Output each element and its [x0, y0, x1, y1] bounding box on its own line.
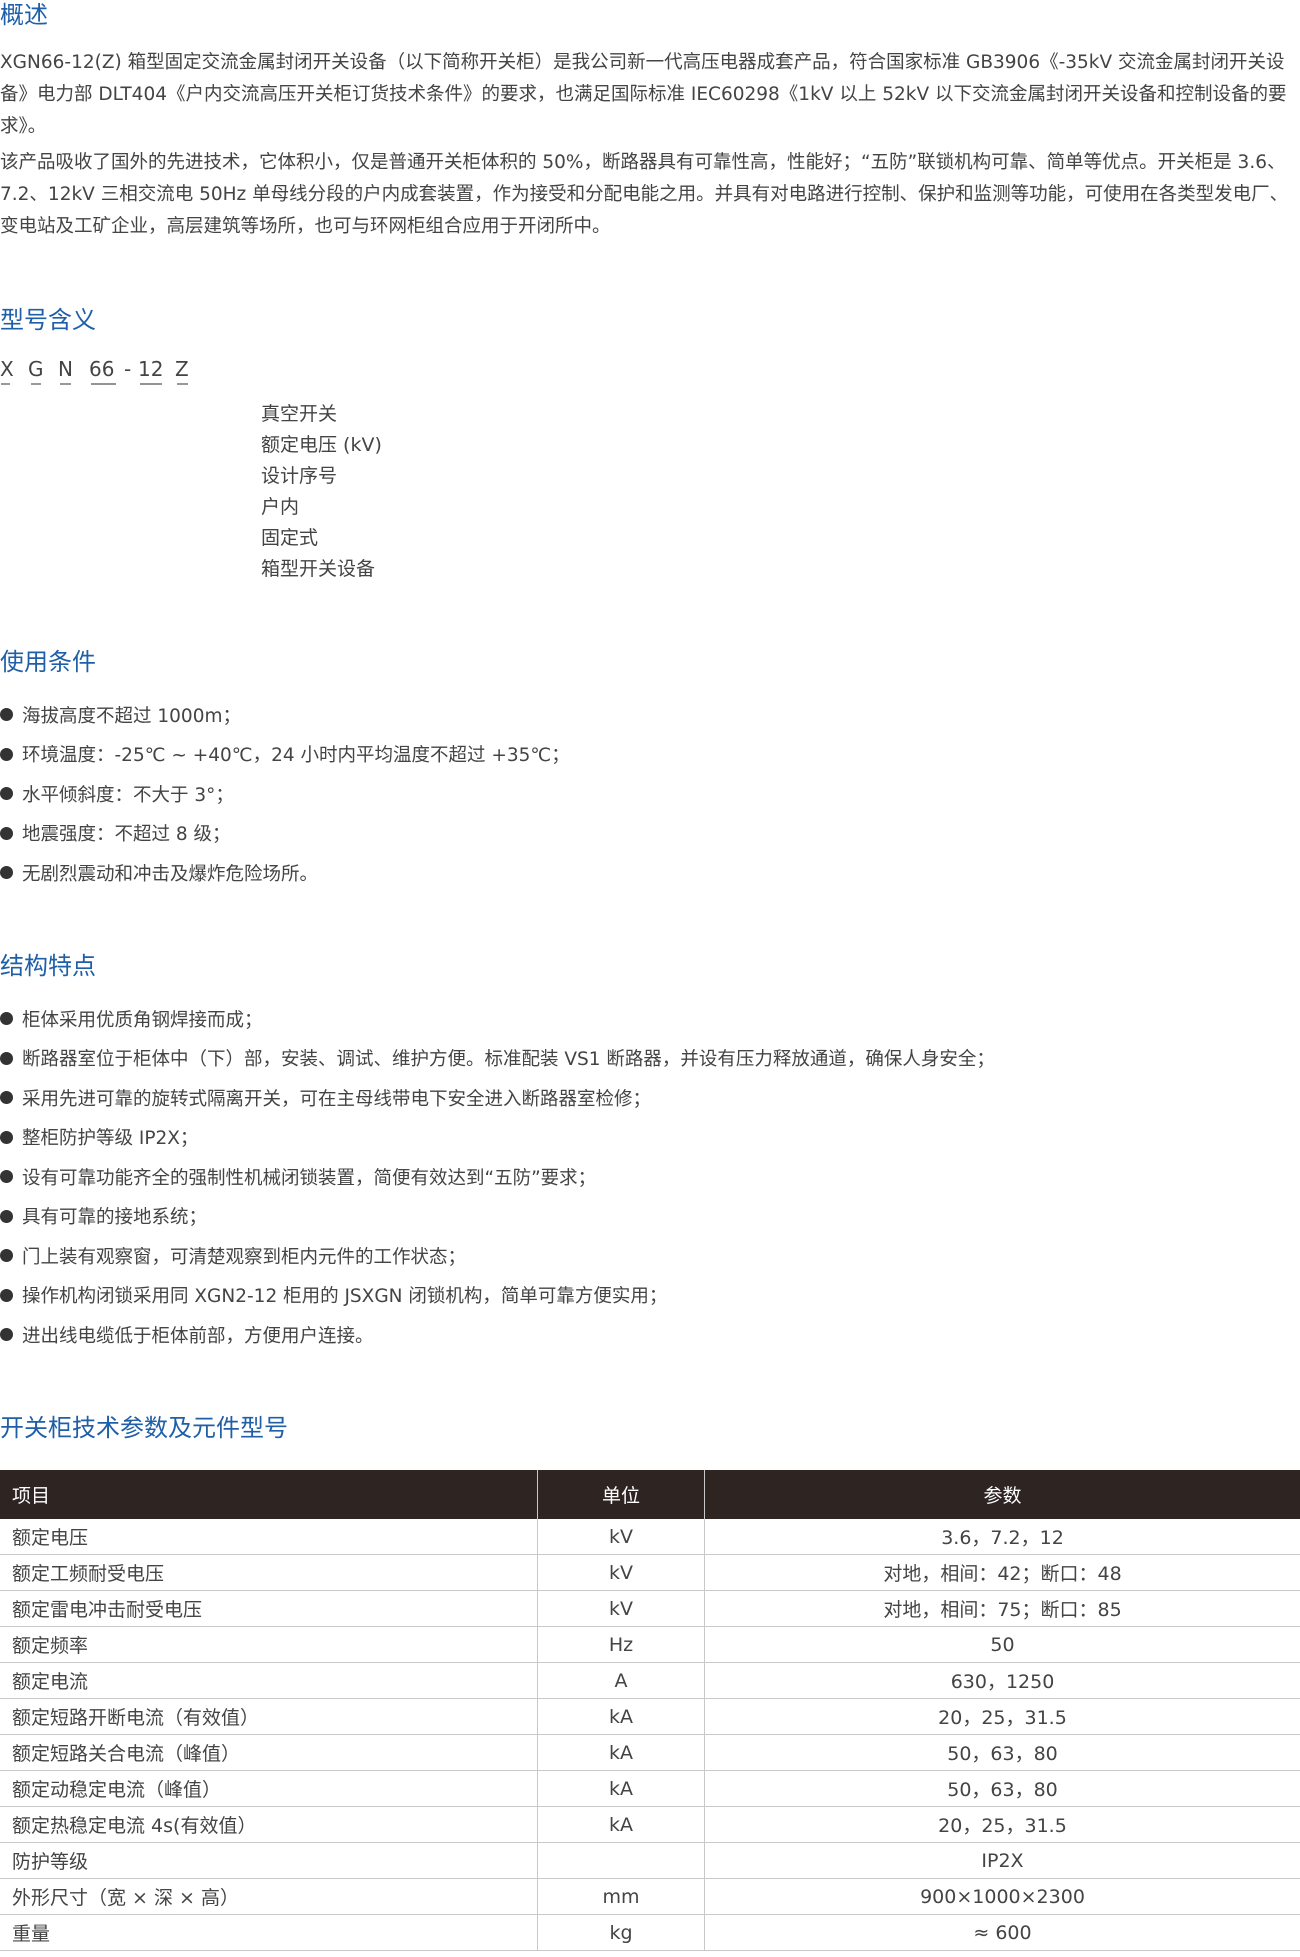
list-item: 操作机构闭锁采用同 XGN2-12 柜用的 JSXGN 闭锁机构，简单可靠方便实… [0, 1276, 995, 1316]
bullet-dot [0, 1170, 13, 1184]
table-header-row: 项目 单位 参数 [0, 1470, 1300, 1519]
list-item: 门上装有观察窗，可清楚观察到柜内元件的工作状态； [0, 1236, 995, 1276]
overview-title: 概述 [0, 1, 48, 29]
overview-paragraph-1: XGN66-12(Z) 箱型固定交流金属封闭开关设备（以下简称开关柜）是我公司新… [0, 52, 1287, 137]
model-code-g: G [28, 357, 44, 381]
list-item: 整柜防护等级 IP2X； [0, 1118, 995, 1158]
model-code-x: X [0, 357, 14, 381]
list-item: 具有可靠的接地系统； [0, 1197, 995, 1237]
list-item: 海拔高度不超过 1000m； [0, 695, 570, 735]
model-label-design-no: 设计序号 [261, 465, 338, 487]
bullet-dot [0, 1328, 13, 1342]
list-item: 环境温度：-25℃ ~ +40℃，24 小时内平均温度不超过 +35℃； [0, 735, 570, 775]
column-header-unit: 单位 [537, 1470, 705, 1519]
conditions-title: 使用条件 [0, 648, 96, 676]
bullet-dot [0, 787, 13, 801]
model-code-design-no: 66 [89, 357, 115, 381]
model-label-box-switchgear: 箱型开关设备 [261, 558, 376, 580]
model-code-voltage: 12 [138, 357, 164, 381]
list-item: 进出线电缆低于柜体前部，方便用户连接。 [0, 1315, 995, 1355]
model-title: 型号含义 [0, 306, 96, 334]
list-item: 柜体采用优质角钢焊接而成； [0, 999, 995, 1039]
column-header-item: 项目 [0, 1470, 538, 1519]
bullet-dot [0, 1288, 13, 1302]
bullet-dot [0, 1051, 13, 1065]
bullet-dot [0, 708, 13, 722]
model-code-n: N [58, 357, 73, 381]
bullet-dot [0, 866, 13, 880]
bullet-dot [0, 1091, 13, 1105]
list-item: 断路器室位于柜体中（下）部，安装、调试、维护方便。标准配装 VS1 断路器，并设… [0, 1039, 995, 1079]
column-header-parameter: 参数 [704, 1470, 1300, 1519]
bullet-dot [0, 826, 13, 840]
specs-title: 开关柜技术参数及元件型号 [0, 1414, 288, 1442]
bullet-dot [0, 1209, 13, 1223]
model-label-fixed: 固定式 [261, 527, 319, 549]
model-label-indoor: 户内 [261, 496, 300, 518]
bullet-dot [0, 747, 13, 761]
model-label-rated-voltage: 额定电压 (kV) [261, 434, 382, 456]
bullet-dot [0, 1130, 13, 1144]
model-code-z: Z [175, 357, 189, 381]
bullet-dot [0, 1249, 13, 1263]
list-item: 采用先进可靠的旋转式隔离开关，可在主母线带电下安全进入断路器室检修； [0, 1078, 995, 1118]
model-bracket-lines [1, 383, 188, 385]
list-item: 设有可靠功能齐全的强制性机械闭锁装置，简便有效达到“五防”要求； [0, 1157, 995, 1197]
bullet-dot [0, 1012, 13, 1026]
features-list: 柜体采用优质角钢焊接而成； 断路器室位于柜体中（下）部，安装、调试、维护方便。标… [0, 999, 995, 1355]
features-title: 结构特点 [0, 952, 96, 980]
overview-paragraph-2: 该产品吸收了国外的先进技术，它体积小，仅是普通开关柜体积的 50%，断路器具有可… [0, 152, 1289, 237]
conditions-list: 海拔高度不超过 1000m； 环境温度：-25℃ ~ +40℃，24 小时内平均… [0, 695, 570, 893]
model-label-vacuum-switch: 真空开关 [261, 403, 338, 425]
model-code-dash: - [124, 357, 132, 381]
list-item: 水平倾斜度：不大于 3°； [0, 774, 570, 814]
list-item: 无剧烈震动和冲击及爆炸危险场所。 [0, 853, 570, 893]
list-item: 地震强度：不超过 8 级； [0, 814, 570, 854]
